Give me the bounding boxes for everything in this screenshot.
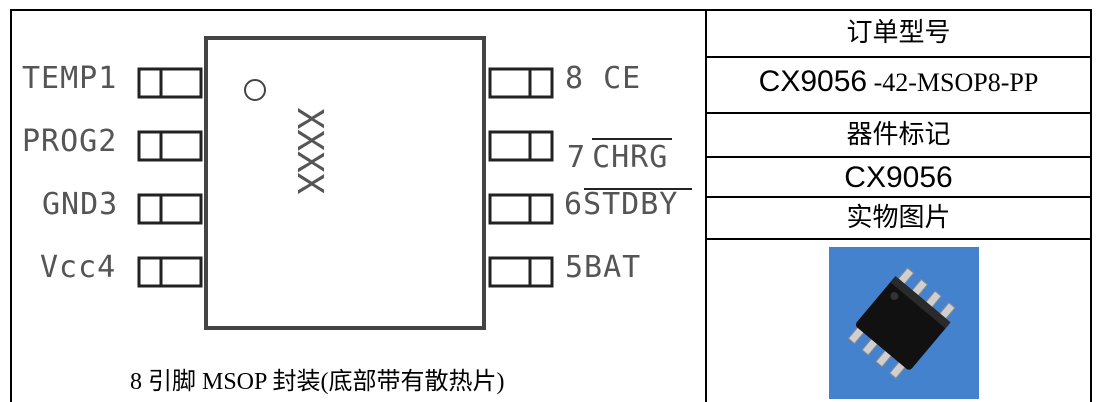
frame-left-line <box>10 9 12 402</box>
pin-label-prog2: PROG2 <box>22 124 118 159</box>
row-divider-4 <box>707 196 1090 198</box>
row-divider-3 <box>707 156 1090 158</box>
chip-package-outline <box>204 36 486 330</box>
order-model-main: CX9056 <box>758 65 868 98</box>
pin-number-7: 7 <box>567 140 587 175</box>
pin1-indicator-circle <box>244 79 266 101</box>
row-divider-2 <box>707 112 1090 114</box>
photo-header: 实物图片 <box>846 203 951 233</box>
chip-pinout-diagram: XXXX <box>137 36 692 330</box>
marking-value: CX9056 <box>844 161 953 194</box>
pin-label-gnd3: GND3 <box>42 187 119 222</box>
pin-number-6: 6 <box>564 187 584 222</box>
pin-label-ce: 8 CE <box>565 61 642 96</box>
frame-right-line <box>1090 9 1092 402</box>
pin-name-stdby: STDBY <box>583 187 679 222</box>
row-divider-1 <box>707 56 1090 58</box>
order-model-suffix: -42-MSOP8-PP <box>867 68 1039 97</box>
package-caption: 8 引脚 MSOP 封装(底部带有散热片) <box>130 369 505 395</box>
pin-label-vcc4: Vcc4 <box>40 250 117 285</box>
right-pin-rects <box>488 67 554 288</box>
pin-label-temp1: TEMP1 <box>22 61 118 96</box>
frame-top-line <box>10 9 1092 11</box>
product-photo <box>829 247 979 399</box>
panel-divider <box>705 9 707 402</box>
row-divider-5 <box>707 238 1090 240</box>
pin-label-bat: 5BAT <box>565 250 642 285</box>
order-model-value: CX9056 -42-MSOP8-PP <box>707 60 1090 108</box>
pin-name-chrg: CHRG <box>592 140 669 175</box>
order-model-header: 订单型号 <box>846 18 951 48</box>
chip-marking: XXXX <box>289 108 330 195</box>
marking-header: 器件标记 <box>846 120 951 150</box>
left-pin-rects <box>137 67 203 288</box>
pin-label-stdby: 6STDBY <box>564 188 678 222</box>
